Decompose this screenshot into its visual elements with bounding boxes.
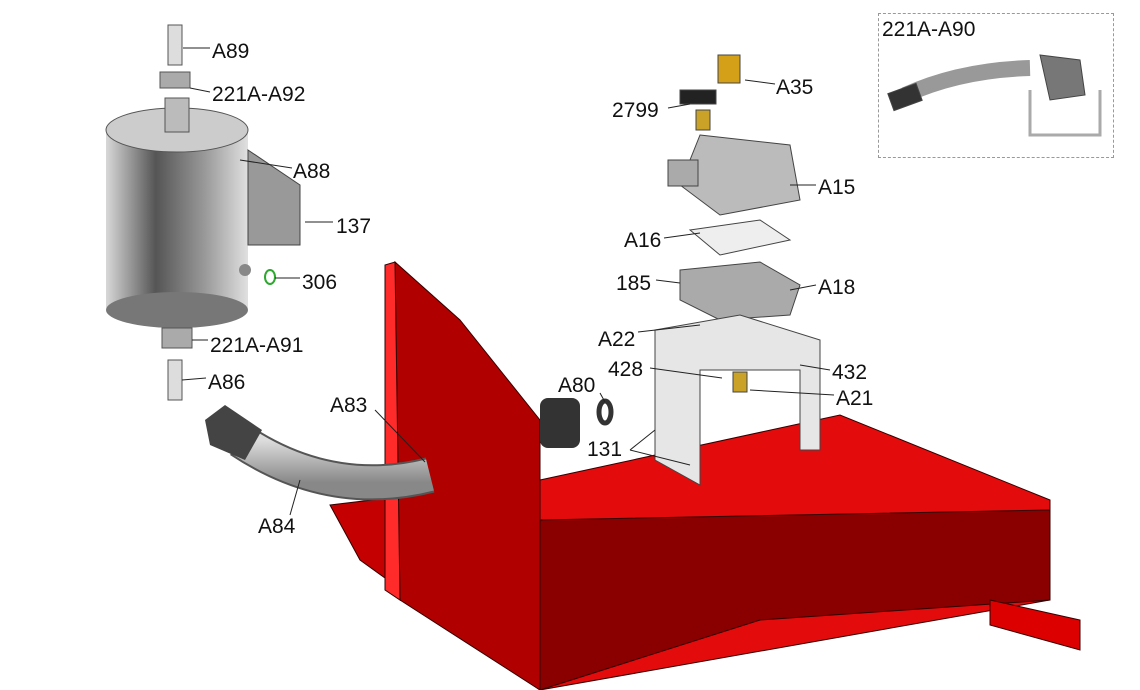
label-a89: A89 (212, 40, 250, 63)
label-a22: A22 (598, 328, 636, 351)
label-137: 137 (336, 215, 372, 238)
label-a86: A86 (208, 371, 246, 394)
label-a83: A83 (330, 394, 368, 417)
inset-221a-a90-drawing (887, 54, 1102, 137)
label-221a-a92: 221A-A92 (212, 83, 306, 106)
hose-a84 (205, 398, 614, 501)
label-428: 428 (608, 358, 644, 381)
label-a18: A18 (818, 276, 856, 299)
inset-title: 221A-A90 (882, 18, 976, 41)
label-432: 432 (832, 361, 868, 384)
label-a84: A84 (258, 515, 296, 538)
label-a21: A21 (836, 387, 874, 410)
label-221a-a91: 221A-A91 (210, 334, 304, 357)
inset-box (878, 13, 1114, 158)
label-131: 131 (587, 438, 623, 461)
label-a16: A16 (624, 229, 662, 252)
red-frame (329, 260, 1081, 690)
label-306: 306 (302, 271, 338, 294)
leader-lines (181, 47, 835, 516)
label-a80: A80 (558, 374, 596, 397)
label-2799: 2799 (612, 99, 659, 122)
label-185: 185 (616, 272, 652, 295)
tank-a88 (105, 24, 301, 401)
label-a15: A15 (818, 176, 856, 199)
pump-assembly (654, 54, 821, 486)
label-a88: A88 (293, 160, 331, 183)
label-a35: A35 (776, 76, 814, 99)
